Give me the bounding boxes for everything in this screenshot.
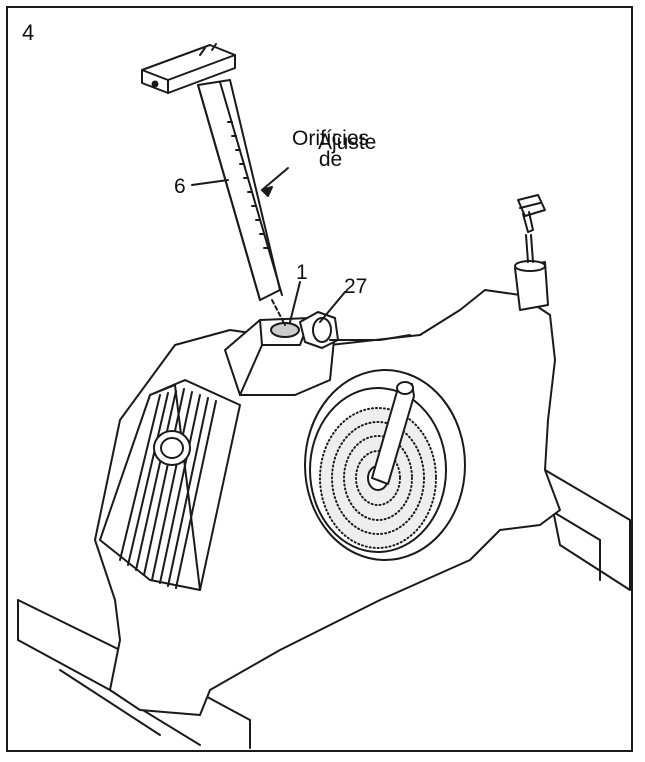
callout-adjustment-holes-line1: Orifícios de xyxy=(292,127,370,171)
callout-adjustment-holes-line2: Ajuste xyxy=(318,131,377,154)
seat-post xyxy=(141,43,283,301)
callout-part-6: 6 xyxy=(174,175,186,198)
callout-part-1: 1 xyxy=(296,261,308,284)
rear-upright xyxy=(514,194,549,311)
rear-stabilizer xyxy=(544,469,631,591)
insertion-guide-line xyxy=(271,299,286,326)
step-number: 4 xyxy=(22,20,35,45)
leader-part-6 xyxy=(191,179,229,186)
leader-part-27 xyxy=(319,291,346,323)
resistance-knob xyxy=(153,430,191,466)
front-shroud xyxy=(99,379,241,591)
leader-part-1 xyxy=(289,281,301,323)
seat-adjust-knob xyxy=(299,311,411,349)
leader-adjustment-holes xyxy=(261,167,289,191)
callout-part-27: 27 xyxy=(344,275,368,298)
